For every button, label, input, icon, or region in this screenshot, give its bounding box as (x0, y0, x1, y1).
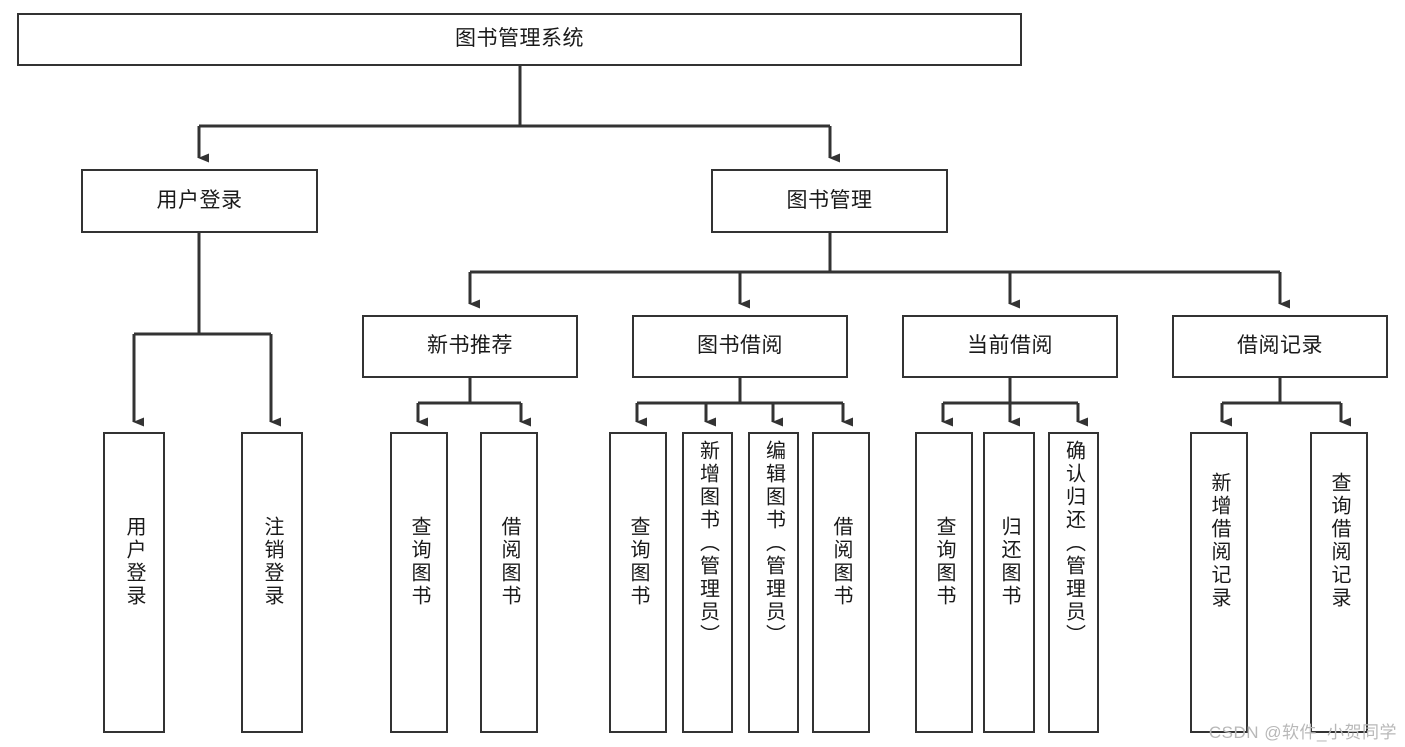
node-current-borrow[interactable]: 当前借阅 (902, 315, 1118, 378)
node-leaf-return-book-label: 归还图书 (998, 516, 1020, 608)
node-leaf-borrow-book-1-label: 借阅图书 (498, 516, 520, 608)
node-leaf-confirm-return[interactable]: 确认归还（管理员） (1048, 432, 1099, 733)
node-new-book-rec[interactable]: 新书推荐 (362, 315, 578, 378)
node-leaf-query-record[interactable]: 查询借阅记录 (1310, 432, 1368, 733)
node-leaf-user-login[interactable]: 用户登录 (103, 432, 165, 733)
node-leaf-query-book-2-label: 查询图书 (627, 516, 649, 608)
node-leaf-logout-label: 注销登录 (261, 516, 283, 608)
node-leaf-edit-book-label: 编辑图书（管理员） (762, 440, 785, 647)
node-book-borrow[interactable]: 图书借阅 (632, 315, 848, 378)
node-leaf-borrow-book-1[interactable]: 借阅图书 (480, 432, 538, 733)
node-leaf-return-book[interactable]: 归还图书 (983, 432, 1035, 733)
node-new-book-rec-label: 新书推荐 (427, 334, 513, 358)
node-leaf-query-book-1-label: 查询图书 (408, 516, 430, 608)
node-user-login[interactable]: 用户登录 (81, 169, 318, 233)
node-book-manage-label: 图书管理 (786, 188, 873, 212)
node-leaf-add-record-label: 新增借阅记录 (1208, 472, 1230, 610)
node-leaf-edit-book[interactable]: 编辑图书（管理员） (748, 432, 799, 733)
node-leaf-user-login-label: 用户登录 (123, 516, 145, 608)
node-leaf-confirm-return-label: 确认归还（管理员） (1062, 440, 1085, 647)
node-root-label: 图书管理系统 (455, 27, 584, 51)
node-root[interactable]: 图书管理系统 (17, 13, 1022, 66)
node-leaf-query-book-2[interactable]: 查询图书 (609, 432, 667, 733)
node-book-manage[interactable]: 图书管理 (711, 169, 948, 233)
node-current-borrow-label: 当前借阅 (967, 334, 1053, 358)
node-leaf-add-book-label: 新增图书（管理员） (696, 440, 719, 647)
node-leaf-logout[interactable]: 注销登录 (241, 432, 303, 733)
node-leaf-query-book-3-label: 查询图书 (933, 516, 955, 608)
node-leaf-add-record[interactable]: 新增借阅记录 (1190, 432, 1248, 733)
csdn-watermark: CSDN @软件_小贺同学 (1208, 723, 1397, 742)
node-borrow-record-label: 借阅记录 (1237, 334, 1323, 358)
node-user-login-label: 用户登录 (156, 188, 243, 212)
node-leaf-borrow-book-2[interactable]: 借阅图书 (812, 432, 870, 733)
node-leaf-query-book-1[interactable]: 查询图书 (390, 432, 448, 733)
node-book-borrow-label: 图书借阅 (697, 334, 783, 358)
node-leaf-borrow-book-2-label: 借阅图书 (830, 516, 852, 608)
node-borrow-record[interactable]: 借阅记录 (1172, 315, 1388, 378)
node-leaf-add-book[interactable]: 新增图书（管理员） (682, 432, 733, 733)
node-leaf-query-record-label: 查询借阅记录 (1328, 472, 1350, 610)
node-leaf-query-book-3[interactable]: 查询图书 (915, 432, 973, 733)
